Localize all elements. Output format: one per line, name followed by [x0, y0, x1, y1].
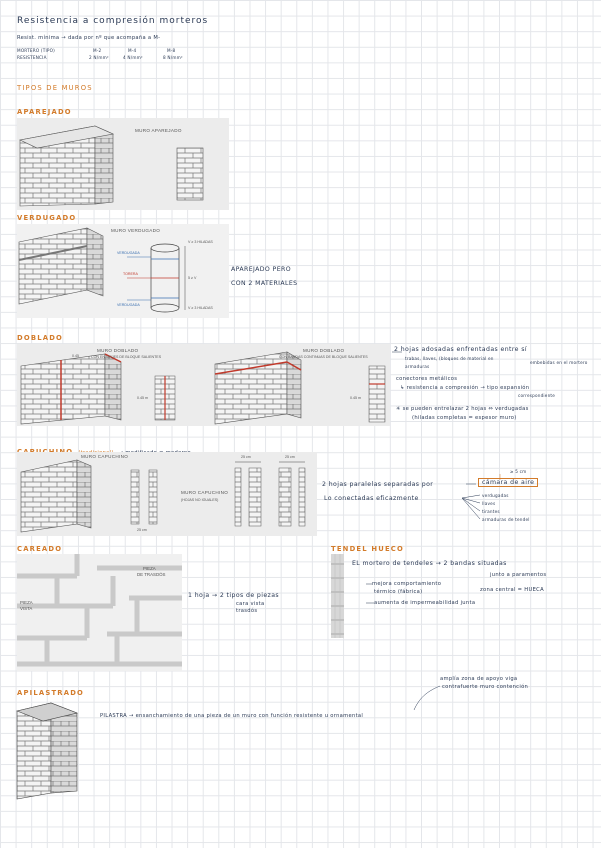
verdugado-caption: MURO VERDUGADO	[111, 228, 161, 233]
capuchino-caption-2: MURO CAPUCHINO	[181, 490, 229, 495]
capuchino-dim-2: 25 cm	[241, 455, 251, 459]
doblado-note-2b: armaduras	[405, 364, 430, 369]
m8-type: M-8	[167, 48, 176, 53]
doblado-sub-2: CON BANDAS CONTINUAS DE BLOQUE SALIENTES	[279, 355, 368, 359]
capuchino-caption-1: MURO CAPUCHINO	[81, 454, 129, 459]
doblado-heading: DOBLADO	[17, 334, 64, 342]
tendel-section-drawing	[331, 554, 344, 638]
careado-note-1: 1 hoja → 2 tipos de piezas	[188, 592, 280, 599]
capuchino-figure: MURO CAPUCHINO MURO CAPUCHINO (HOJAS NO …	[17, 452, 317, 536]
capuchino-dim-3: 25 cm	[285, 455, 295, 459]
doblado-note-2c: embebidas en el mortero	[530, 360, 588, 365]
pieza-trasdos-1: PIEZA	[143, 566, 156, 571]
apilastrado-figure	[15, 701, 87, 801]
dim-bottom: V ≥ 3 HILADAS	[188, 306, 213, 310]
pieza-vista-1: PIEZA	[20, 600, 33, 605]
capuchino-caption-2b: (HOJAS NO IGUALES)	[181, 498, 219, 502]
capuchino-options-arrows	[461, 494, 481, 520]
row-label-resistance: RESISTENCIA	[17, 55, 47, 60]
careado-note-3: trasdós	[236, 608, 258, 614]
tendel-note-1b: junto a paramentos	[490, 572, 547, 578]
careado-note-2: cara vista	[236, 601, 265, 607]
opt-armaduras: armaduras de tendel	[482, 517, 530, 522]
apilastrado-top-1: amplía zona de apoyo viga	[440, 676, 518, 682]
label-verdugada-bottom: VERDUGADA	[117, 303, 140, 307]
label-verdugada-top: VERDUGADA	[117, 251, 140, 255]
m4-res: 4 N/mm²	[123, 55, 143, 60]
apilastrado-line: PILASTRA → ensanchamiento de una pieza d…	[100, 713, 364, 719]
doblado-note-4b: correspondiente	[518, 393, 556, 398]
tendel-note-2: mejora comportamiento	[372, 581, 442, 587]
camara-aire-box: cámara de aire	[478, 478, 539, 487]
m2-type: M-2	[93, 48, 102, 53]
careado-figure: PIEZA DE TRASDÓS PIEZA VISTA	[17, 554, 182, 671]
tendel-note-3: zona central = HUECA	[480, 587, 544, 593]
dim-top: V ≥ 3 HILADAS	[188, 240, 213, 244]
page-title: Resistencia a compresión morteros	[17, 16, 209, 26]
verdugado-wall-drawing	[18, 227, 186, 313]
apilastrado-pilaster-drawing	[15, 702, 79, 800]
careado-stone-drawing	[17, 554, 182, 667]
tendel-heading: TENDEL HUECO	[331, 545, 404, 553]
doblado-figure: MURO DOBLADO CON ENJARJES DE BLOQUE SALI…	[17, 344, 390, 426]
opt-tirantes: tirantes	[482, 509, 500, 514]
tendel-note-4: aumenta de impermeabilidad junta	[374, 600, 476, 606]
label-torera: TORERA	[123, 272, 138, 276]
pieza-vista-2: VISTA	[20, 606, 33, 611]
verdugado-note-2: CON 2 MATERIALES	[231, 280, 298, 287]
row-label-type: MORTERO (TIPO)	[17, 48, 55, 53]
aparejado-figure: MURO APAREJADO	[17, 118, 229, 210]
doblado-dim-2: 0.45 m	[350, 396, 361, 400]
aparejado-wall-drawing	[19, 125, 204, 207]
doblado-dim-3: 0.45	[72, 354, 79, 358]
opt-verdugadas: verdugadas	[482, 493, 509, 498]
m4-type: M-4	[128, 48, 137, 53]
doblado-note-5: ✳ se pueden entrelazar 2 hojas ⇔ verduga…	[396, 406, 529, 412]
careado-heading: CAREADO	[17, 545, 63, 553]
doblado-caption-2: MURO DOBLADO	[303, 348, 345, 353]
doblado-sub-1: CON ENJARJES DE BLOQUE SALIENTES	[91, 355, 162, 359]
doblado-note-3: conectores metálicos	[396, 376, 458, 382]
dim-mid: 5 ≥ V	[188, 276, 197, 280]
doblado-dim-1: 0.45 m	[137, 396, 148, 400]
doblado-note-4: ↳ resistencia a compresión → tipo expans…	[400, 385, 530, 391]
verdugado-figure: MURO VERDUGADO VERDUGADA TORERA VERDUGAD…	[17, 224, 229, 318]
doblado-wall-drawing	[20, 351, 386, 425]
apilastrado-heading: APILASTRADO	[17, 689, 85, 697]
m8-res: 8 N/mm²	[163, 55, 183, 60]
doblado-note-5b: (hiladas completas = espesor muro)	[412, 415, 517, 421]
capuchino-note-1: 2 hojas paralelas separadas por	[322, 481, 434, 488]
aparejado-caption: MURO APAREJADO	[135, 128, 182, 133]
doblado-caption-1: MURO DOBLADO	[97, 348, 139, 353]
verdugado-note-1: APAREJADO PERO	[231, 266, 291, 273]
capuchino-note-top: ≥ 5 cm	[510, 469, 527, 474]
verdugado-heading: VERDUGADO	[17, 214, 77, 222]
capuchino-wall-drawing	[20, 459, 306, 533]
capuchino-dim-1: 25 cm	[137, 528, 147, 532]
m2-res: 2 N/mm²	[89, 55, 109, 60]
opt-llaves: llaves	[482, 501, 496, 506]
tendel-note-2b: térmico (fábrica)	[374, 589, 423, 595]
tendel-figure	[331, 554, 344, 638]
capuchino-note-2: Lo conectadas eficazmente	[324, 495, 419, 502]
aparejado-heading: APAREJADO	[17, 108, 72, 116]
tendel-note-1: EL mortero de tendeles → 2 bandas situad…	[352, 560, 507, 567]
apilastrado-top-2: contrafuerte muro contención	[442, 684, 529, 690]
tipos-title: TIPOS DE MUROS	[17, 84, 93, 92]
pieza-trasdos-2: DE TRASDÓS	[137, 572, 166, 577]
header-line: Resist. mínima → dada por nº que acompañ…	[17, 35, 161, 41]
doblado-note-1: 2 hojas adosadas enfrentadas entre sí	[394, 346, 527, 353]
doblado-note-2: trabas, llaves, (bloques de material en	[405, 356, 494, 361]
